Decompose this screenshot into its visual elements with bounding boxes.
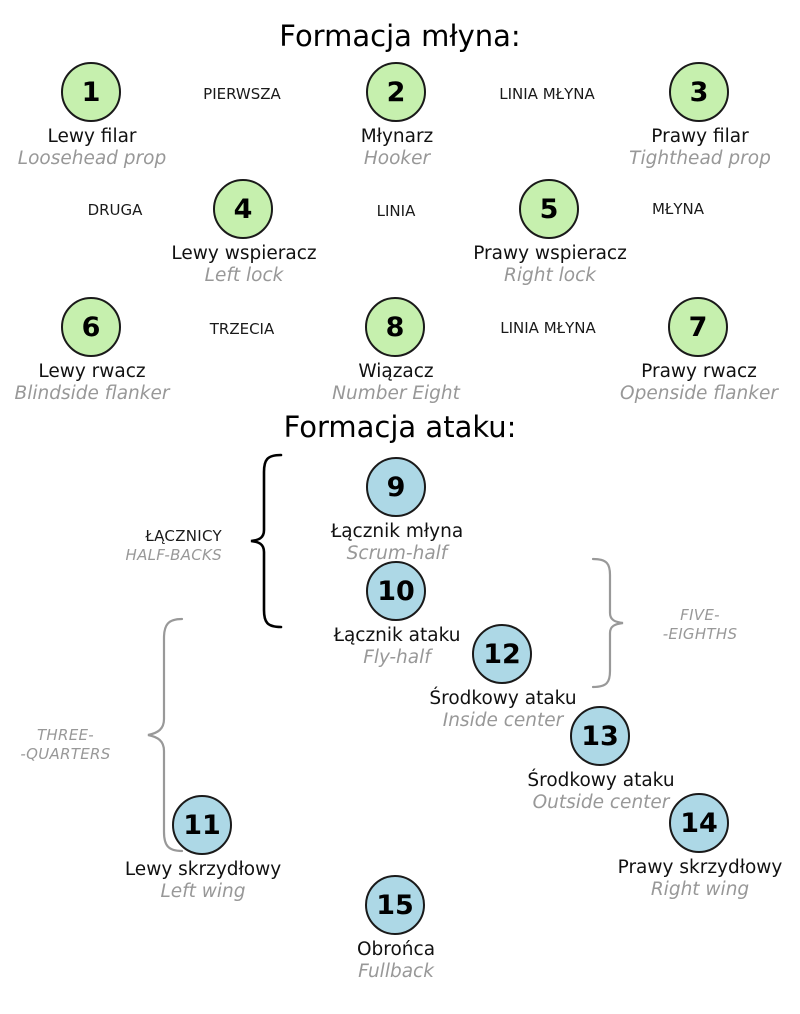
player-7-name-en: Openside flanker [620,383,778,404]
player-5-labels: Prawy wspieracz Right lock [390,243,710,287]
player-7-name-pl: Prawy rwacz [641,361,757,382]
player-14-name-pl: Prawy skrzydłowy [617,857,783,878]
player-6-name-pl: Lewy rwacz [38,361,146,382]
player-4-name-pl: Lewy wspieracz [171,243,317,264]
player-2-name-en: Hooker [363,148,431,169]
row-label-linia-mlyna-1: LINIA MŁYNA [499,85,595,103]
player-2-labels: Młynarz Hooker [237,126,557,170]
scrum-section-title: Formacja młyna: [279,19,521,53]
player-7-labels: Prawy rwacz Openside flanker [539,361,800,405]
player-6-name-en: Blindside flanker [14,383,170,404]
player-12-name-en: Inside center [442,710,564,731]
player-11-name-en: Left wing [160,881,246,902]
row-label-linia: LINIA [376,202,416,220]
player-5-name-en: Right lock [504,265,596,286]
player-11-labels: Lewy skrzydłowy Left wing [43,859,363,903]
player-6-labels: Lewy rwacz Blindside flanker [0,361,252,405]
player-3-name-pl: Prawy filar [651,126,749,147]
three-quarters-brace [132,616,184,856]
player-1-labels: Lewy filar Loosehead prop [0,126,252,170]
player-10-name-en: Fly-half [363,647,431,668]
player-11-number: 11 [172,795,232,855]
group-label-half-backs-pl: ŁĄCZNICY [145,527,222,545]
player-9-labels: Łącznik młyna Scrum-half [237,521,557,565]
player-1-name-pl: Lewy filar [47,126,137,147]
row-label-trzecia: TRZECIA [209,320,275,338]
player-4-labels: Lewy wspieracz Left lock [84,243,404,287]
half-backs-brace [237,452,283,632]
player-15-labels: Obrońca Fullback [236,939,556,983]
player-5-number: 5 [519,179,579,239]
group-label-half-backs: ŁĄCZNICY HALF-BACKS [20,527,222,565]
player-12-labels: Środkowy ataku Inside center [343,688,663,732]
player-12-number: 12 [472,624,532,684]
player-8-labels: Wiązacz Number Eight [236,361,556,405]
row-label-pierwsza: PIERWSZA [203,85,281,103]
group-label-five-eighths-line1: FIVE- [680,606,720,624]
player-3-name-en: Tighthead prop [629,148,771,169]
row-label-linia-mlyna-2: LINIA MŁYNA [500,319,596,337]
player-9-name-en: Scrum-half [346,543,448,564]
player-10-number: 10 [366,561,426,621]
backs-section-title: Formacja ataku: [283,410,517,444]
player-15-number: 15 [365,875,425,935]
player-6-number: 6 [61,297,121,357]
player-8-number: 8 [365,297,425,357]
player-10-labels: Łącznik ataku Fly-half [237,625,557,669]
player-13-number: 13 [570,706,630,766]
player-1-number: 1 [61,62,121,122]
player-8-name-en: Number Eight [332,383,460,404]
group-label-three-quarters-line2: -QUARTERS [20,745,111,763]
player-3-number: 3 [669,62,729,122]
player-14-labels: Prawy skrzydłowy Right wing [540,857,800,901]
player-3-labels: Prawy filar Tighthead prop [540,126,800,170]
player-10-name-pl: Łącznik ataku [333,625,461,646]
player-4-name-en: Left lock [204,265,284,286]
five-eighths-brace [590,556,640,692]
row-label-mlyna: MŁYNA [651,200,705,218]
player-13-name-en: Outside center [532,792,670,813]
group-label-five-eighths: FIVE- -EIGHTHS [645,606,755,644]
player-12-name-pl: Środkowy ataku [429,688,577,709]
row-label-druga: DRUGA [87,201,143,219]
player-2-name-pl: Młynarz [360,126,434,147]
player-2-number: 2 [366,62,426,122]
player-15-name-en: Fullback [358,961,434,982]
player-5-name-pl: Prawy wspieracz [473,243,627,264]
player-4-number: 4 [213,179,273,239]
player-11-name-pl: Lewy skrzydłowy [124,859,282,880]
player-14-name-en: Right wing [650,879,750,900]
player-9-number: 9 [366,457,426,517]
group-label-three-quarters-line1: THREE- [36,726,95,744]
player-1-name-en: Loosehead prop [17,148,167,169]
group-label-half-backs-en: HALF-BACKS [125,546,222,564]
player-9-name-pl: Łącznik młyna [330,521,464,542]
player-13-labels: Środkowy ataku Outside center [441,770,761,814]
player-7-number: 7 [668,297,728,357]
player-13-name-pl: Środkowy ataku [527,770,675,791]
group-label-five-eighths-line2: -EIGHTHS [662,625,738,643]
player-15-name-pl: Obrońca [356,939,436,960]
player-8-name-pl: Wiązacz [358,361,434,382]
player-14-number: 14 [669,793,729,853]
group-label-three-quarters: THREE- -QUARTERS [8,726,123,764]
